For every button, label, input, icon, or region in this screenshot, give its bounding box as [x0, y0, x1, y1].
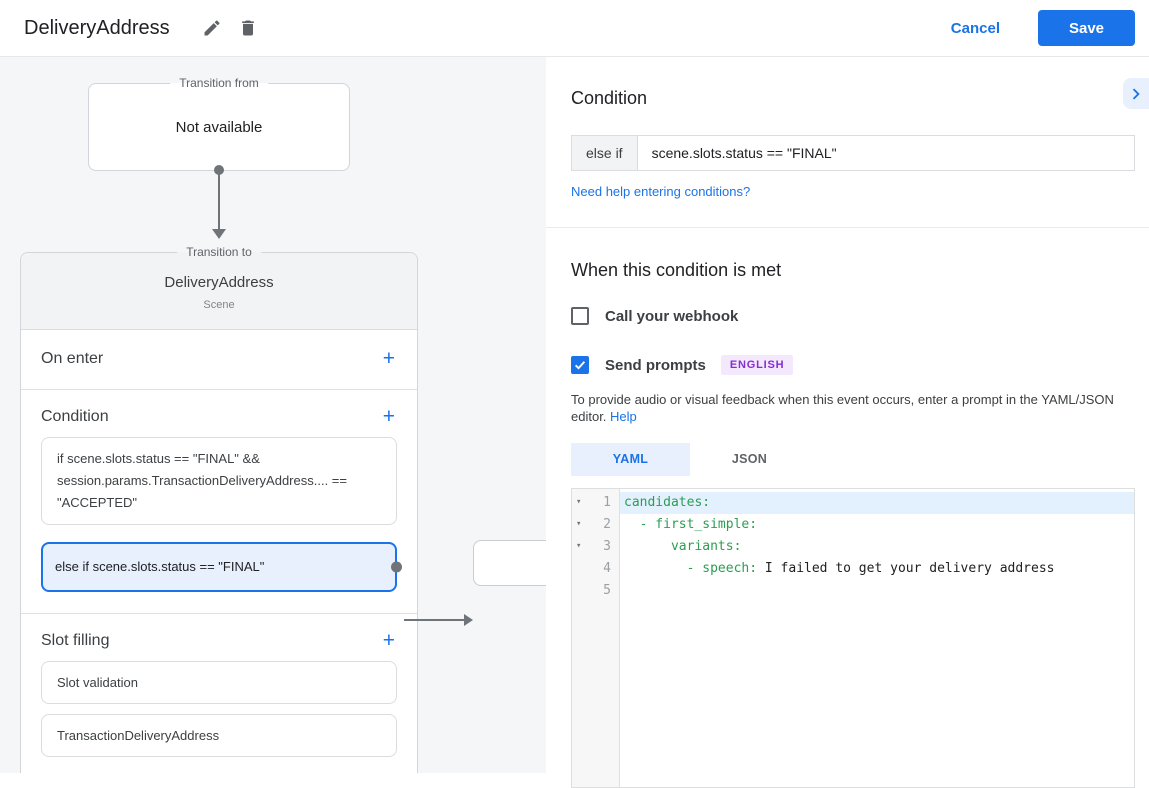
plus-icon: + — [382, 347, 395, 370]
gutter-line: ▾ 3 — [572, 536, 619, 558]
yaml-code-editor[interactable]: ▾ 1 ▾ 2 ▾ 3 4 5 candidates: - first_simp… — [571, 488, 1135, 788]
line-number: 3 — [603, 539, 611, 554]
scene-diagram-panel: Transition from Not available Transition… — [0, 57, 546, 773]
send-prompts-row: Send prompts ENGLISH — [571, 355, 1149, 375]
yaml-value: I failed to get your delivery address — [757, 561, 1055, 576]
prompt-description-text: To provide audio or visual feedback when… — [571, 392, 1114, 424]
slot-item-validation[interactable]: Slot validation — [41, 661, 397, 704]
fold-arrow-icon[interactable]: ▾ — [576, 519, 582, 529]
help-link[interactable]: Help — [610, 409, 637, 424]
editor-tabs: YAML JSON — [571, 443, 1149, 476]
cancel-button[interactable]: Cancel — [950, 19, 1000, 37]
connector-dot — [391, 561, 402, 573]
pencil-icon — [204, 20, 220, 36]
delete-scene-button[interactable] — [230, 10, 266, 46]
tab-json[interactable]: JSON — [731, 452, 768, 466]
condition-input-row: else if — [571, 135, 1135, 171]
arrow-right-icon — [464, 614, 473, 626]
gutter-line: 5 — [572, 580, 619, 602]
plus-icon: + — [382, 629, 395, 652]
scene-card-header: DeliveryAddress Scene — [21, 253, 417, 330]
slot-filling-label: Slot filling — [41, 632, 110, 649]
plus-icon: + — [382, 405, 395, 428]
fold-arrow-icon[interactable]: ▾ — [576, 497, 582, 507]
condition-label: Condition — [41, 408, 109, 425]
top-bar: DeliveryAddress Cancel Save — [0, 0, 1149, 57]
on-enter-section: On enter + — [21, 330, 417, 390]
edit-title-button[interactable] — [194, 10, 230, 46]
scene-name: DeliveryAddress — [164, 274, 274, 291]
collapse-panel-button[interactable] — [1123, 78, 1149, 109]
line-number: 5 — [603, 583, 611, 598]
chevron-right-icon — [1132, 88, 1140, 99]
condition-item-else-if-text: else if scene.slots.status == "FINAL" — [55, 559, 265, 574]
connector-line-right — [404, 619, 465, 621]
gutter-line: 4 — [572, 558, 619, 580]
transition-from-content: Not available — [175, 118, 263, 136]
send-prompts-checkbox[interactable] — [571, 356, 589, 374]
arrow-down-icon — [212, 229, 226, 239]
page-title: DeliveryAddress — [24, 16, 170, 39]
scene-type: Scene — [203, 299, 235, 311]
prompt-description: To provide audio or visual feedback when… — [571, 391, 1127, 425]
connector-dot — [214, 165, 224, 175]
condition-panel-heading: Condition — [571, 88, 648, 108]
add-on-enter-button[interactable]: + — [381, 347, 397, 370]
conditions-help-link[interactable]: Need help entering conditions? — [571, 184, 751, 199]
transition-target-box — [473, 540, 546, 586]
condition-section: Condition + if scene.slots.status == "FI… — [21, 390, 417, 614]
send-prompts-label: Send prompts — [605, 356, 706, 374]
fold-arrow-icon[interactable]: ▾ — [576, 541, 582, 551]
condition-operator-label: else if — [571, 135, 638, 171]
add-condition-button[interactable]: + — [381, 405, 397, 428]
yaml-key: - speech: — [624, 561, 758, 576]
yaml-key: variants: — [624, 539, 742, 554]
slot-item-delivery-address[interactable]: TransactionDeliveryAddress — [41, 714, 397, 757]
call-webhook-checkbox[interactable] — [571, 307, 589, 325]
editor-code-area[interactable]: candidates: - first_simple: variants: - … — [620, 489, 1134, 787]
webhook-row: Call your webhook — [571, 307, 1149, 325]
tab-yaml[interactable]: YAML — [571, 443, 690, 476]
section-divider — [546, 227, 1149, 228]
save-button[interactable]: Save — [1038, 10, 1135, 46]
connector-line-down — [218, 172, 220, 230]
yaml-key: candidates: — [624, 495, 711, 510]
editor-gutter: ▾ 1 ▾ 2 ▾ 3 4 5 — [572, 489, 620, 787]
line-number: 2 — [603, 517, 611, 532]
transition-to-label: Transition to — [177, 245, 261, 259]
line-number: 4 — [603, 561, 611, 576]
transition-from-box: Transition from Not available — [88, 76, 350, 171]
yaml-key: - first_simple: — [624, 517, 758, 532]
on-enter-label: On enter — [41, 350, 104, 367]
transition-to-card: Transition to DeliveryAddress Scene On e… — [20, 245, 418, 773]
call-webhook-label: Call your webhook — [605, 307, 739, 325]
gutter-line: ▾ 2 — [572, 514, 619, 536]
checkmark-icon — [574, 361, 586, 370]
condition-expression-input[interactable] — [637, 135, 1135, 171]
code-line: candidates: — [620, 492, 1134, 514]
language-badge: ENGLISH — [720, 355, 794, 375]
condition-item-else-if[interactable]: else if scene.slots.status == "FINAL" — [41, 542, 402, 592]
transition-from-label: Transition from — [170, 76, 268, 90]
condition-editor-panel: Condition else if Need help entering con… — [546, 57, 1149, 788]
gutter-line: ▾ 1 — [572, 492, 619, 514]
when-met-heading: When this condition is met — [571, 260, 782, 280]
code-line: variants: — [620, 536, 1134, 558]
line-number: 1 — [603, 495, 611, 510]
trash-icon — [241, 20, 254, 36]
code-line — [620, 580, 1134, 602]
add-slot-button[interactable]: + — [381, 629, 397, 652]
code-line: - first_simple: — [620, 514, 1134, 536]
code-line: - speech: I failed to get your delivery … — [620, 558, 1134, 580]
condition-item-if[interactable]: if scene.slots.status == "FINAL" && sess… — [41, 437, 397, 525]
slot-filling-section: Slot filling + Slot validation Transacti… — [21, 614, 417, 773]
